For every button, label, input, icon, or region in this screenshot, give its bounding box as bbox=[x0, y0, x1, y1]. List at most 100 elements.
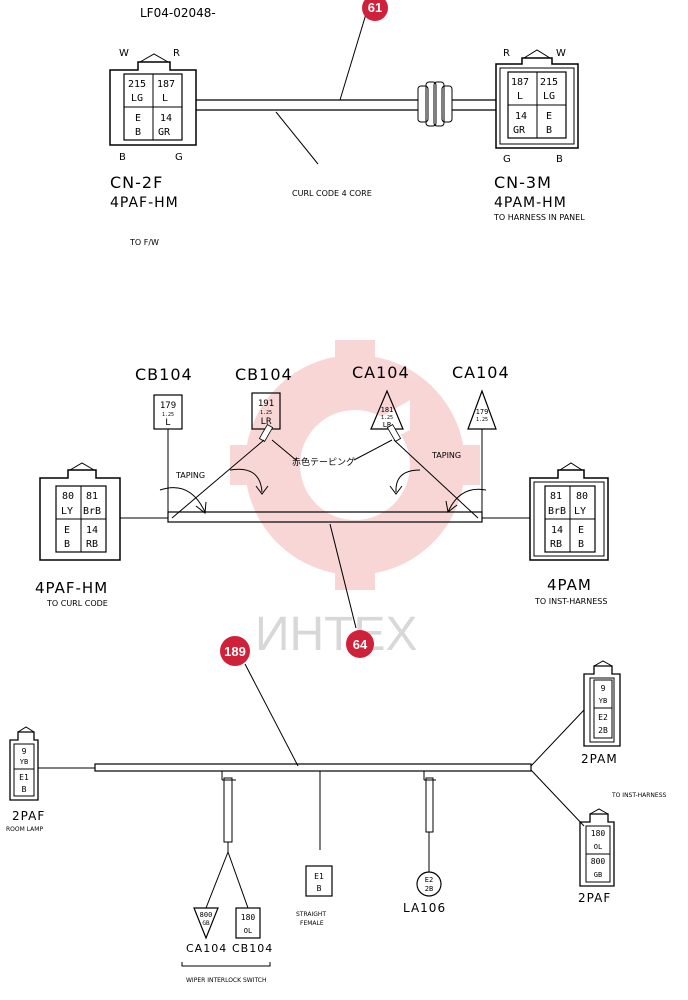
svg-text:9: 9 bbox=[601, 684, 606, 693]
svg-text:B: B bbox=[317, 884, 322, 893]
svg-text:LR: LR bbox=[383, 421, 392, 429]
svg-text:1.25: 1.25 bbox=[476, 417, 488, 423]
svg-text:179: 179 bbox=[476, 408, 489, 416]
4paf-hm-connector: 80 81 LY BrB E 14 B RB bbox=[39, 462, 121, 561]
4pam-type: 4PAM bbox=[547, 576, 592, 594]
cell-text: L bbox=[517, 91, 523, 102]
svg-text:800: 800 bbox=[200, 911, 213, 919]
taping-label-left: TAPING bbox=[175, 471, 205, 480]
curl-cable bbox=[196, 81, 496, 127]
pin-label: G bbox=[503, 154, 511, 165]
cn-2f-type: 4PAF-HM bbox=[110, 195, 179, 211]
la106-label: LA106 bbox=[403, 901, 446, 915]
female-label: FEMALE bbox=[300, 920, 324, 927]
curl-code-label: CURL CODE 4 CORE bbox=[292, 189, 372, 198]
red-taping-marker bbox=[258, 424, 402, 442]
ca104-label-b: CA104 bbox=[452, 363, 510, 382]
pin-label: B bbox=[556, 154, 563, 165]
svg-text:OL: OL bbox=[244, 927, 252, 935]
cn-3m-connector: R W G B 187 215 L LG 14 E GR B bbox=[495, 48, 579, 165]
svg-text:180: 180 bbox=[591, 829, 606, 838]
taping-label-right: TAPING bbox=[431, 451, 461, 460]
cell-text: 14 bbox=[86, 525, 98, 536]
badge-leader bbox=[329, 523, 357, 629]
2paf-left-type: 2PAF bbox=[12, 809, 45, 823]
cell-text: 81 bbox=[550, 491, 562, 502]
svg-text:E2: E2 bbox=[425, 876, 433, 884]
badge-leader bbox=[339, 13, 367, 101]
straight-label: STRAIGHT bbox=[296, 911, 326, 918]
svg-text:YB: YB bbox=[599, 697, 607, 705]
cn-2f-connector: W R B G 215 187 LG L E 14 B GR bbox=[109, 48, 197, 163]
svg-text:YB: YB bbox=[20, 758, 28, 766]
cell-text: B bbox=[578, 539, 584, 550]
svg-text:180: 180 bbox=[241, 913, 256, 922]
2paf-room-lamp-connector: 9 YB E1 B bbox=[9, 726, 39, 801]
section3-harness bbox=[38, 709, 585, 909]
cn-3m-note: TO HARNESS IN PANEL bbox=[493, 213, 585, 222]
cell-text: 81 bbox=[86, 491, 98, 502]
cell-text: B bbox=[64, 539, 70, 550]
cell-text: LY bbox=[574, 506, 586, 517]
2pam-type: 2PAM bbox=[581, 752, 618, 766]
leader-line bbox=[275, 111, 319, 165]
pin-label: W bbox=[556, 48, 566, 59]
cell-text: LY bbox=[61, 506, 73, 517]
watermark-gear-logo bbox=[230, 340, 480, 590]
leader-line bbox=[271, 439, 297, 461]
ca104-label: CA104 bbox=[186, 942, 227, 955]
doc-code: LF04-02048- bbox=[140, 6, 216, 20]
2paf-connector: 180 OL 800 GB bbox=[579, 808, 615, 887]
cb104-label: CB104 bbox=[232, 942, 273, 955]
terminal-ca104-1: 181 1.25 LR bbox=[370, 389, 404, 430]
svg-text:1.25: 1.25 bbox=[162, 412, 174, 418]
badge-leader bbox=[244, 663, 299, 767]
cell-text: E bbox=[546, 111, 552, 122]
cn-2f-name: CN-2F bbox=[110, 173, 163, 192]
4paf-hm-note: TO CURL CODE bbox=[46, 599, 108, 608]
cb104-label-a: CB104 bbox=[135, 365, 193, 384]
straight-female-terminal: E1 B bbox=[305, 865, 333, 897]
ca104-label-a: CA104 bbox=[352, 363, 410, 382]
cb104-terminal: 180 OL bbox=[235, 907, 261, 939]
svg-text:E1: E1 bbox=[19, 773, 29, 782]
room-lamp-note: ROOM LAMP bbox=[6, 826, 43, 833]
pin-label: G bbox=[175, 152, 183, 163]
terminal-ca104-2: 179 1.25 bbox=[467, 389, 497, 430]
inst-harness-note: TO INST-HARNESS bbox=[611, 792, 667, 799]
cell-text: 187 bbox=[511, 77, 529, 88]
cb104-label-b: CB104 bbox=[235, 365, 293, 384]
svg-text:GB: GB bbox=[594, 871, 602, 879]
cn-3m-name: CN-3M bbox=[494, 173, 552, 192]
pin-label: R bbox=[503, 48, 510, 59]
callout-badge-64: 64 bbox=[346, 630, 374, 658]
terminal-cb104-1: 179 1.25 L bbox=[153, 394, 183, 430]
2paf-right-type: 2PAF bbox=[578, 891, 611, 905]
svg-text:LR: LR bbox=[261, 417, 272, 427]
pin-label: W bbox=[119, 48, 129, 59]
cell-text: 215 bbox=[540, 77, 558, 88]
svg-text:GB: GB bbox=[202, 920, 210, 927]
callout-badge-61: 61 bbox=[362, 0, 388, 21]
section2-harness bbox=[120, 429, 530, 523]
red-taping-note: 赤色テーピング bbox=[292, 456, 355, 468]
cell-text: 80 bbox=[62, 491, 74, 502]
cell-text: GR bbox=[513, 125, 526, 136]
svg-text:E1: E1 bbox=[314, 872, 324, 881]
cell-text: 14 bbox=[160, 113, 172, 124]
cn-2f-note: TO F/W bbox=[129, 238, 159, 247]
cell-text: 215 bbox=[128, 79, 146, 90]
la106-terminal: E2 2B bbox=[416, 871, 442, 897]
4paf-hm-type: 4PAF-HM bbox=[35, 579, 108, 597]
cell-text: B bbox=[546, 125, 552, 136]
cell-text: 14 bbox=[515, 111, 527, 122]
svg-text:1.25: 1.25 bbox=[260, 410, 272, 416]
svg-text:800: 800 bbox=[591, 857, 606, 866]
cell-text: 80 bbox=[576, 491, 588, 502]
cell-text: E bbox=[135, 113, 141, 124]
svg-text:189: 189 bbox=[224, 644, 246, 659]
svg-text:B: B bbox=[22, 785, 27, 794]
4pam-connector: 81 80 BrB LY 14 E RB B bbox=[529, 462, 609, 561]
4pam-note: TO INST-HARNESS bbox=[534, 597, 607, 606]
cell-text: BrB bbox=[548, 506, 566, 517]
